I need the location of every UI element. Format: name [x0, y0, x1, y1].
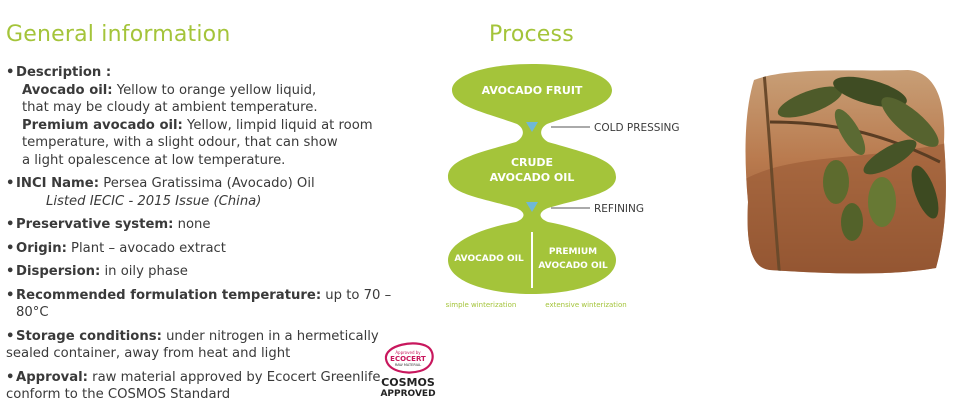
- premium-oil-text-2: temperature, with a slight odour, that c…: [22, 135, 338, 150]
- premium-output-2: AVOCADO OIL: [538, 261, 608, 271]
- avocado-tree-photo: [745, 70, 946, 274]
- bullet: •: [6, 65, 15, 80]
- dispersion-label: Dispersion:: [16, 264, 101, 279]
- origin-item: • Origin: Plant – avocado extract: [6, 240, 406, 258]
- extensive-winterization-note: extensive winterization: [545, 301, 626, 309]
- bullet: •: [6, 264, 15, 279]
- temperature-item: • Recommended formulation temperature: u…: [6, 287, 406, 322]
- storage-value-2: sealed container, away from heat and lig…: [6, 346, 291, 361]
- crude-label-1: CRUDE: [511, 156, 553, 169]
- origin-value: Plant – avocado extract: [66, 240, 226, 256]
- approval-value-2: conform to the COSMOS Standard: [6, 387, 231, 402]
- simple-winterization-note: simple winterization: [446, 301, 517, 309]
- bullet: •: [6, 369, 15, 385]
- premium-oil-label: Premium avocado oil:: [22, 117, 183, 133]
- general-information-list: • Description : Avocado oil: Yellow to o…: [6, 64, 406, 410]
- crude-label-2: AVOCADO OIL: [490, 171, 575, 184]
- storage-label: Storage conditions:: [16, 328, 162, 344]
- dispersion-item: • Dispersion: in oily phase: [6, 263, 406, 281]
- description-item: • Description : Avocado oil: Yellow to o…: [6, 64, 406, 169]
- logo-approved: APPROVED: [380, 389, 436, 399]
- process-shape: [448, 64, 616, 294]
- avocado-oil-text-1: Yellow to orange yellow liquid,: [112, 82, 317, 98]
- bullet: •: [6, 328, 15, 344]
- dispersion-value: in oily phase: [100, 264, 188, 279]
- temperature-value: up to 70 – 80°C: [16, 287, 392, 321]
- avocado-oil-label: Avocado oil:: [22, 82, 113, 98]
- premium-oil-text-1: Yellow, limpid liquid at room: [182, 117, 373, 133]
- temperature-label: Recommended formulation temperature:: [16, 287, 322, 303]
- inci-listed: Listed IECIC - 2015 Issue (China): [46, 193, 262, 209]
- storage-value-1: under nitrogen in a hermetically: [161, 328, 379, 344]
- refining-label: REFINING: [594, 203, 644, 215]
- storage-item: • Storage conditions: under nitrogen in …: [6, 328, 406, 363]
- process-title: Process: [489, 22, 574, 47]
- logo-small-bottom: RAW MATERIAL: [395, 363, 421, 367]
- avocado-oil-output: AVOCADO OIL: [454, 254, 524, 264]
- logo-small-top: Approved by: [395, 350, 421, 355]
- premium-output-1: PREMIUM: [549, 247, 597, 257]
- origin-label: Origin:: [16, 240, 67, 256]
- preservative-item: • Preservative system: none: [6, 216, 406, 234]
- approval-label: Approval:: [16, 369, 88, 385]
- preservative-label: Preservative system:: [16, 217, 174, 232]
- avocado-oil-description: Avocado oil: Yellow to orange yellow liq…: [16, 82, 406, 100]
- bullet: •: [6, 240, 15, 256]
- process-diagram: AVOCADO FRUIT COLD PRESSING CRUDE AVOCAD…: [446, 64, 680, 309]
- inci-item: • INCI Name: Persea Gratissima (Avocado)…: [6, 175, 406, 210]
- cold-pressing-label: COLD PRESSING: [594, 122, 680, 134]
- bullet: •: [6, 287, 15, 303]
- cosmos-approved-logo: Approved by ECOCERT RAW MATERIAL COSMOS …: [376, 337, 440, 405]
- general-information-title: General information: [6, 22, 231, 47]
- ecocert-badge-icon: Approved by ECOCERT RAW MATERIAL: [384, 342, 434, 374]
- bullet: •: [6, 176, 15, 191]
- preservative-value: none: [173, 217, 211, 232]
- premium-oil-text-3: a light opalescence at low temperature.: [22, 152, 286, 168]
- arrow-down-icon: [526, 122, 538, 132]
- premium-oil-description: Premium avocado oil: Yellow, limpid liqu…: [16, 117, 406, 135]
- description-label: Description :: [16, 65, 112, 80]
- inci-value: Persea Gratissima (Avocado) Oil: [99, 176, 315, 191]
- arrow-down-icon: [526, 202, 538, 212]
- logo-cosmos: COSMOS: [381, 376, 435, 389]
- logo-ecocert: ECOCERT: [390, 355, 426, 363]
- approval-item: • Approval: raw material approved by Eco…: [6, 369, 406, 404]
- fruit-label: AVOCADO FRUIT: [482, 84, 583, 97]
- inci-label: INCI Name:: [16, 176, 100, 191]
- avocado-oil-text-2: that may be cloudy at ambient temperatur…: [22, 100, 318, 115]
- bullet: •: [6, 217, 15, 232]
- approval-value-1: raw material approved by Ecocert Greenli…: [87, 369, 385, 385]
